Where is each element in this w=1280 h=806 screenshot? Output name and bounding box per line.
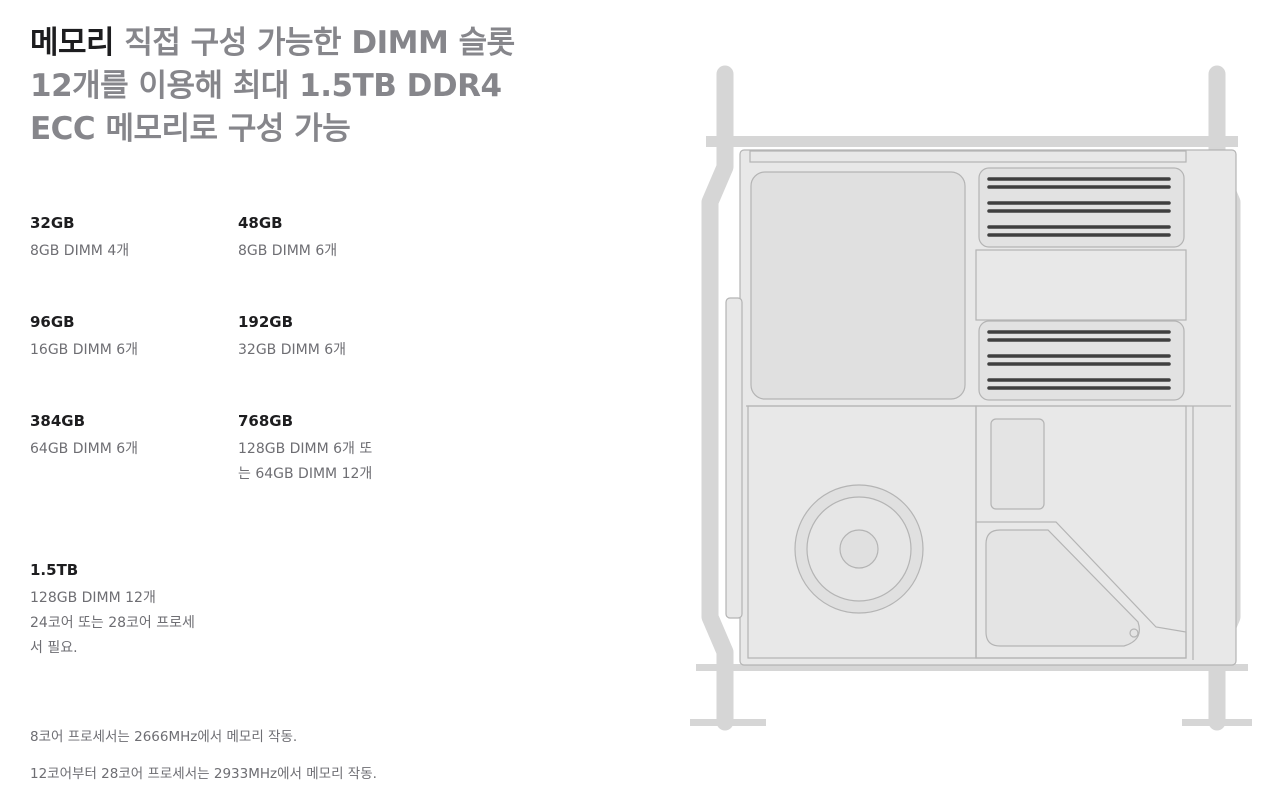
config-1-5tb: 1.5TB 128GB DIMM 12개 24코어 또는 28코어 프로세서 필… xyxy=(30,560,200,661)
mac-pro-memory-diagram xyxy=(690,65,1252,731)
config-description: 16GB DIMM 6개 xyxy=(30,342,139,358)
config-requirement-note: 24코어 또는 28코어 프로세서 필요. xyxy=(30,615,195,656)
config-description: 8GB DIMM 6개 xyxy=(238,243,338,259)
headline: 메모리 직접 구성 가능한 DIMM 슬롯 12개를 이용해 최대 1.5TB … xyxy=(30,22,550,151)
config-capacity: 96GB xyxy=(30,313,75,331)
headline-strong: 메모리 xyxy=(30,25,115,61)
config-384gb: 384GB 64GB DIMM 6개 xyxy=(30,411,230,462)
config-description: 128GB DIMM 12개 xyxy=(30,590,156,606)
config-capacity: 32GB xyxy=(30,214,75,232)
config-description: 8GB DIMM 4개 xyxy=(30,243,130,259)
config-capacity: 768GB xyxy=(238,412,294,430)
config-capacity: 192GB xyxy=(238,313,294,331)
config-48gb: 48GB 8GB DIMM 6개 xyxy=(238,213,438,264)
dimm-slots xyxy=(987,330,1171,390)
config-32gb: 32GB 8GB DIMM 4개 xyxy=(30,213,230,264)
frame-bars xyxy=(690,136,1252,726)
dimm-bank-upper xyxy=(978,167,1185,248)
config-192gb: 192GB 32GB DIMM 6개 xyxy=(238,312,438,363)
headline-rest: 직접 구성 가능한 DIMM 슬롯 12개를 이용해 최대 1.5TB DDR4… xyxy=(30,25,515,147)
footnote-12-28-core: 12코어부터 28코어 프로세서는 2933MHz에서 메모리 작동. xyxy=(30,766,377,782)
config-description: 64GB DIMM 6개 xyxy=(30,441,139,457)
config-768gb: 768GB 128GB DIMM 6개 또는 64GB DIMM 12개 xyxy=(238,411,378,487)
config-description: 32GB DIMM 6개 xyxy=(238,342,347,358)
config-description: 128GB DIMM 6개 또는 64GB DIMM 12개 xyxy=(238,441,373,482)
footnote-8-core: 8코어 프로세서는 2666MHz에서 메모리 작동. xyxy=(30,729,298,745)
dimm-bank-lower xyxy=(978,320,1185,401)
dimm-slots xyxy=(987,177,1171,237)
config-capacity: 1.5TB xyxy=(30,561,79,579)
config-capacity: 384GB xyxy=(30,412,86,430)
logic-board xyxy=(725,149,1237,666)
config-capacity: 48GB xyxy=(238,214,283,232)
config-96gb: 96GB 16GB DIMM 6개 xyxy=(30,312,230,363)
